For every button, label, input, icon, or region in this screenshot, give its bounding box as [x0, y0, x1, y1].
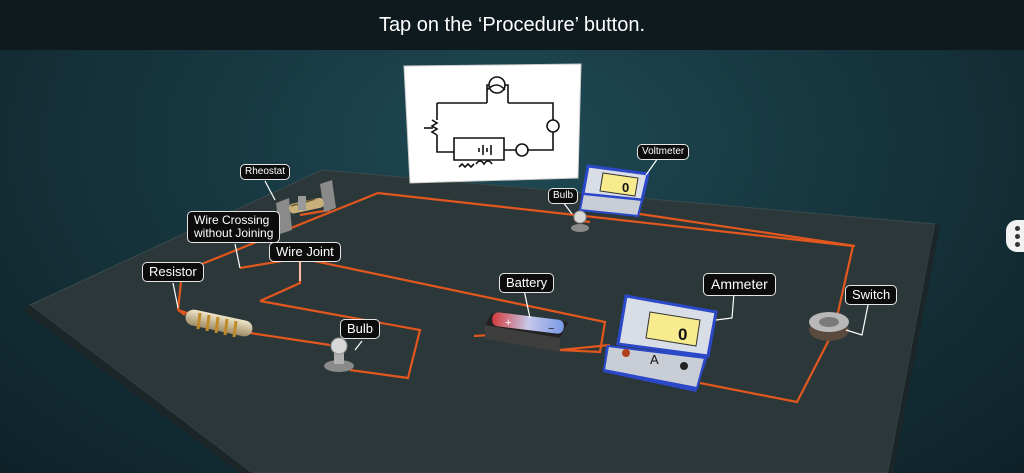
more-vertical-icon[interactable] [1006, 220, 1024, 252]
voltmeter-reading: 0 [622, 180, 629, 195]
battery: + − [485, 312, 568, 352]
instruction-text: Tap on the ‘Procedure’ button. [378, 13, 646, 36]
circuit-board [29, 169, 936, 473]
ammeter-reading: 0 [678, 325, 687, 344]
more-dot [1014, 225, 1020, 231]
label-wire-joint: Wire Joint [269, 242, 341, 262]
more-dot [1014, 233, 1020, 239]
svg-text:+: + [505, 317, 511, 329]
label-wire-crossing: Wire Crossing without Joining [187, 211, 281, 243]
more-dot [1014, 241, 1020, 247]
instruction-bar: Tap on the ‘Procedure’ button. [0, 0, 1024, 50]
switch [809, 312, 849, 341]
label-battery: Battery [499, 273, 555, 293]
label-bulb-back: Bulb [548, 188, 579, 204]
bulb-front [324, 337, 354, 372]
ammeter [602, 294, 718, 392]
ammeter-symbol: A [650, 352, 659, 367]
circuit-diagram-card [403, 63, 582, 184]
resistor [185, 309, 253, 338]
label-switch: Switch [845, 285, 898, 305]
label-resistor: Resistor [142, 262, 204, 282]
bulb-back [571, 210, 589, 232]
svg-text:−: − [548, 323, 554, 335]
voltmeter [578, 164, 650, 218]
label-voltmeter: Voltmeter [637, 144, 690, 160]
label-ammeter: Ammeter [703, 273, 776, 296]
label-rheostat: Rheostat [240, 164, 291, 180]
label-bulb-front: Bulb [340, 319, 381, 339]
leader-lines [172, 157, 869, 351]
